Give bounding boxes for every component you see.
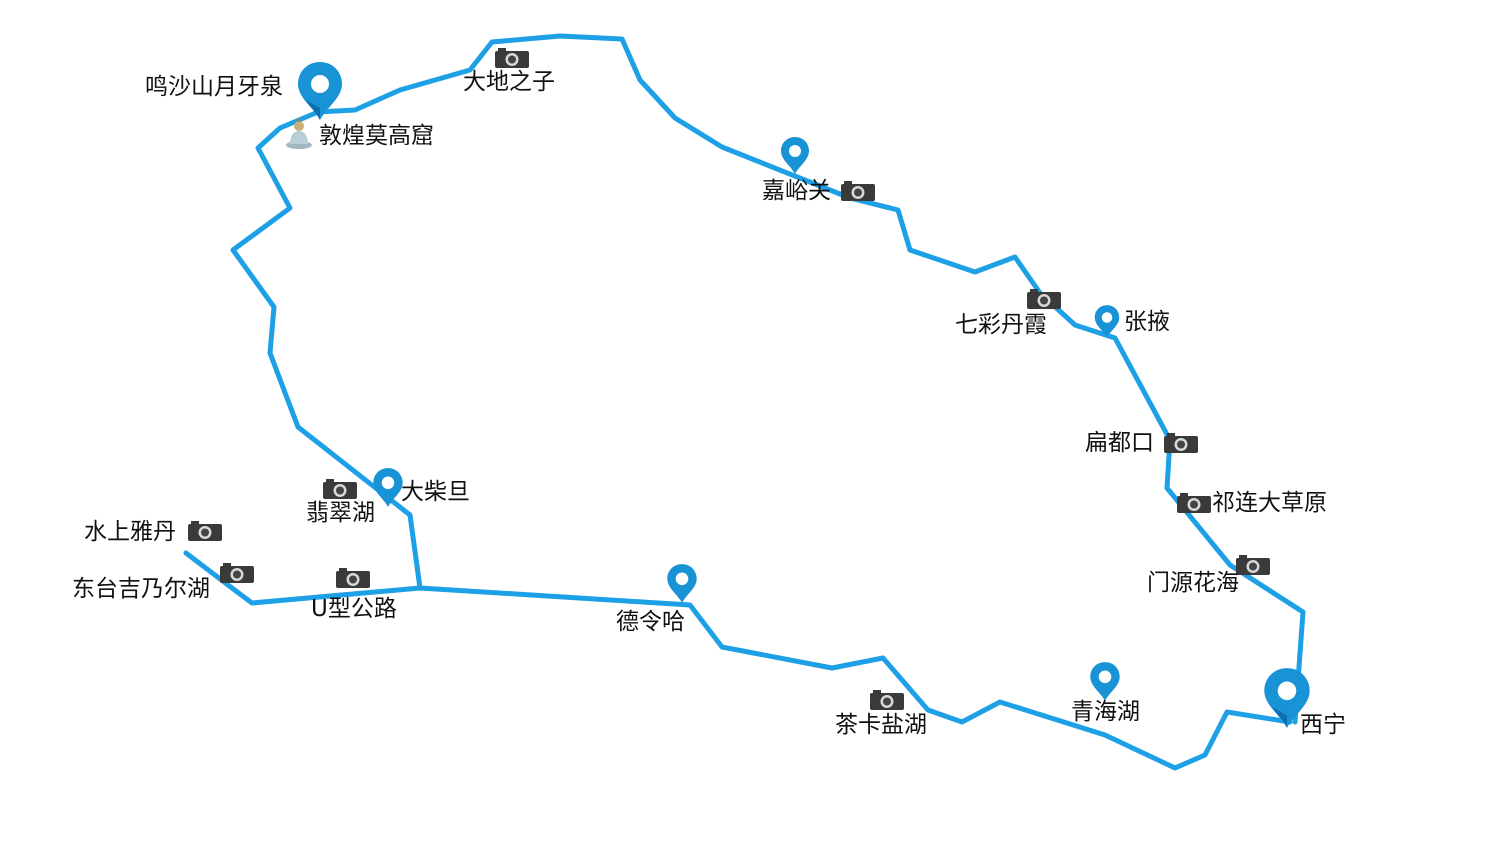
buddha-statue-icon bbox=[286, 117, 312, 149]
route-line bbox=[183, 550, 1293, 771]
place-label-delingha: 德令哈 bbox=[616, 609, 685, 635]
camera-icon bbox=[220, 563, 254, 583]
place-label-qicaidanxia: 七彩丹霞 bbox=[955, 312, 1047, 338]
map-pin-icon[interactable] bbox=[296, 60, 344, 122]
map-pin-icon[interactable] bbox=[779, 135, 811, 175]
place-label-uxinggonglu: U型公路 bbox=[311, 596, 397, 622]
camera-icon bbox=[188, 521, 222, 541]
place-label-biandukou: 扁都口 bbox=[1085, 430, 1154, 456]
camera-icon bbox=[870, 690, 904, 710]
camera-icon bbox=[1177, 493, 1211, 513]
camera-icon bbox=[841, 181, 875, 201]
place-label-dachaidan: 大柴旦 bbox=[401, 479, 470, 505]
map-pin-icon[interactable] bbox=[1088, 660, 1122, 702]
place-label-jiayuguan: 嘉峪关 bbox=[762, 178, 831, 204]
camera-icon bbox=[336, 568, 370, 588]
place-label-chaka: 茶卡盐湖 bbox=[835, 712, 927, 738]
route-line-north bbox=[230, 33, 1306, 725]
camera-icon bbox=[495, 48, 529, 68]
place-label-menyuan: 门源花海 bbox=[1147, 570, 1239, 596]
place-label-feicuihu: 翡翠湖 bbox=[306, 500, 375, 526]
place-label-zhangye: 张掖 bbox=[1124, 309, 1170, 335]
map-pin-icon[interactable] bbox=[371, 466, 405, 508]
map-pin-icon[interactable] bbox=[1093, 303, 1121, 339]
place-label-qinghaihu: 青海湖 bbox=[1071, 699, 1140, 725]
place-label-qilian: 祁连大草原 bbox=[1212, 490, 1327, 516]
place-label-dongtaijinaier: 东台吉乃尔湖 bbox=[72, 576, 210, 602]
place-label-dunhuang: 敦煌莫高窟 bbox=[319, 123, 434, 149]
map-pin-icon[interactable] bbox=[1262, 666, 1312, 730]
camera-icon bbox=[323, 479, 357, 499]
place-label-xining: 西宁 bbox=[1300, 712, 1346, 738]
camera-icon bbox=[1164, 433, 1198, 453]
camera-icon bbox=[1027, 289, 1061, 309]
place-label-dadizhizi: 大地之子 bbox=[463, 69, 555, 95]
place-label-mingshashan: 鸣沙山月牙泉 bbox=[145, 74, 283, 100]
map-pin-icon[interactable] bbox=[665, 562, 699, 604]
place-label-shuishangyadan: 水上雅丹 bbox=[84, 519, 176, 545]
camera-icon bbox=[1236, 555, 1270, 575]
